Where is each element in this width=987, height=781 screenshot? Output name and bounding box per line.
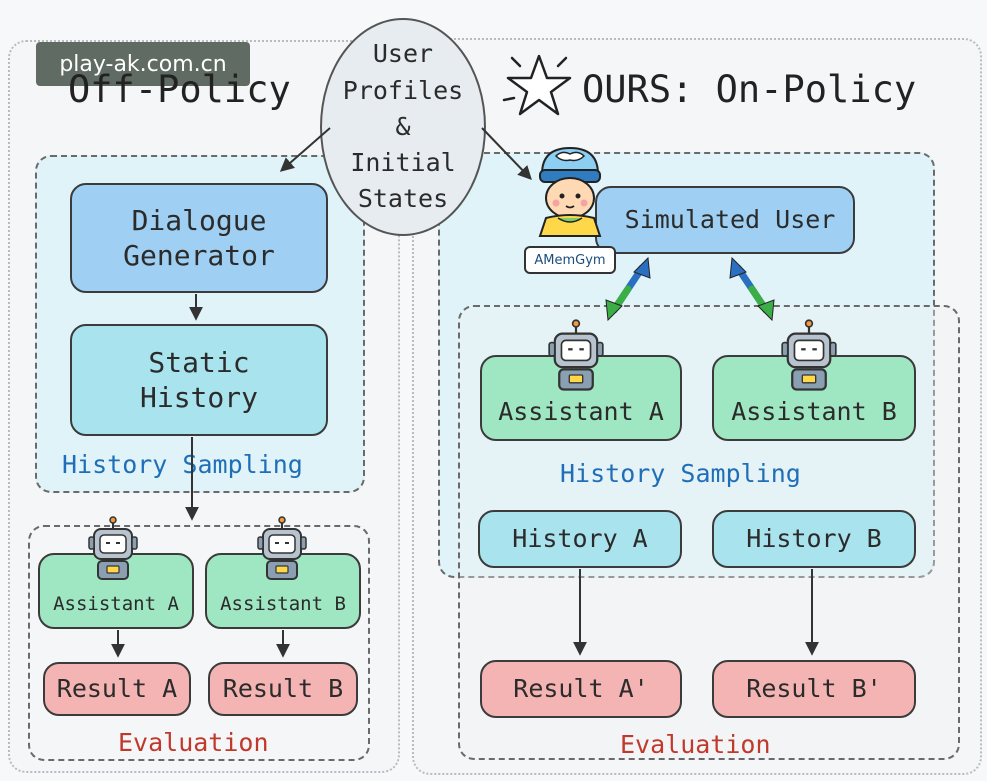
right-result-b-box: Result B'	[712, 660, 916, 718]
left-evaluation-label: Evaluation	[118, 728, 269, 757]
right-result-a-box: Result A'	[480, 660, 682, 718]
amemgym-badge: AMemGym	[524, 246, 616, 274]
user-avatar-icon	[538, 146, 602, 237]
ellipse-line-5: States	[357, 184, 449, 214]
ellipse-line-2: Profiles	[342, 75, 464, 105]
watermark: play-ak.com.cn	[36, 42, 250, 86]
left-result-b-box: Result B	[208, 662, 358, 716]
left-result-a-box: Result A	[43, 662, 191, 716]
user-profiles-ellipse: User Profiles & Initial States	[320, 18, 486, 236]
robot-icon	[88, 516, 138, 580]
left-assistant-b-label: Assistant B	[220, 593, 346, 616]
left-history-sampling-label: History Sampling	[62, 450, 303, 479]
history-a-box: History A	[478, 510, 682, 568]
static-history-box: Static History	[70, 324, 328, 436]
history-b-box: History B	[712, 510, 916, 568]
ellipse-line-4: Initial	[350, 148, 456, 178]
right-assistant-b-label: Assistant B	[731, 396, 897, 426]
left-assistant-a-label: Assistant A	[53, 593, 179, 616]
simulated-user-box: Simulated User	[595, 186, 855, 254]
right-evaluation-label: Evaluation	[620, 730, 771, 759]
left-evaluation-zone	[28, 525, 370, 761]
star-icon	[502, 54, 572, 116]
robot-icon	[257, 516, 307, 580]
right-assistant-a-label: Assistant A	[498, 396, 664, 426]
right-history-sampling-label: History Sampling	[560, 459, 801, 488]
dialogue-generator-box: Dialogue Generator	[70, 183, 328, 293]
off-policy-title: Off-Policy	[68, 68, 291, 111]
ellipse-line-3: &	[395, 111, 411, 141]
robot-icon	[781, 319, 837, 391]
robot-icon	[548, 319, 604, 391]
ellipse-line-1: User	[372, 39, 434, 69]
on-policy-title: OURS: On-Policy	[582, 68, 917, 111]
